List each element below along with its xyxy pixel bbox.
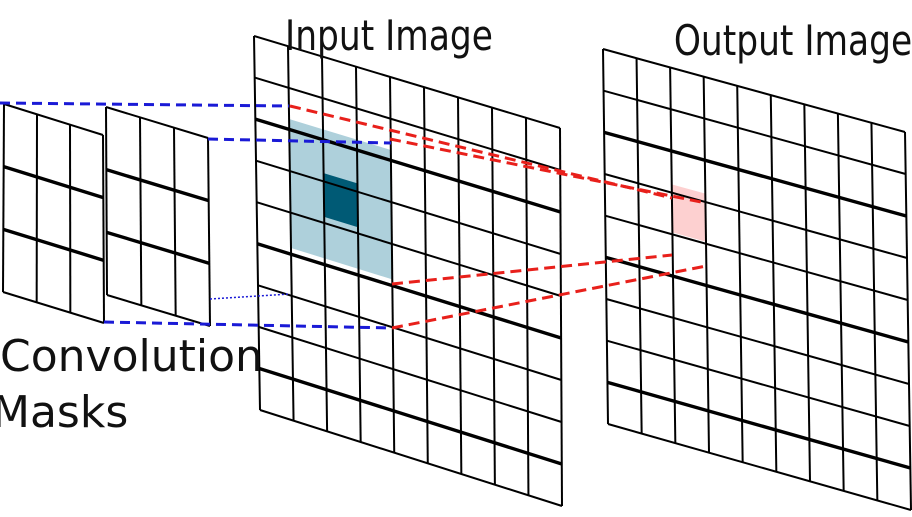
mask-label-line2: Masks xyxy=(0,387,128,438)
input-image-grid-row-line xyxy=(257,284,562,381)
center-cell-highlight xyxy=(323,173,358,228)
output-image-grid-col-line xyxy=(669,67,677,444)
convolution-mask-2 xyxy=(105,106,211,327)
input-image-grid-col-line xyxy=(491,107,496,485)
output-connector-3 xyxy=(391,253,673,286)
output-image-grid-row-line xyxy=(604,173,908,259)
input-image-grid-row-line xyxy=(258,325,562,423)
convolution-mask-2-col-line xyxy=(207,137,211,327)
label-layer: Input Image Output Image Convolution Mas… xyxy=(0,12,912,438)
input-image-grid-row-line xyxy=(256,201,562,297)
output-image-grid-row-line xyxy=(606,298,910,385)
output-image-grid-row-line xyxy=(607,423,912,511)
mask-connector-bottom xyxy=(103,320,392,330)
convolution-mask-1 xyxy=(2,103,105,324)
output-image-grid-col-line xyxy=(635,58,643,434)
mask-connector-top xyxy=(0,101,290,108)
input-image-grid-col-line xyxy=(457,97,463,475)
convolution-mask-2-col-line xyxy=(105,106,108,296)
output-image-grid-row-line xyxy=(605,255,909,344)
output-image-grid-col-line xyxy=(769,95,778,472)
input-image-grid-col-line xyxy=(525,117,530,496)
output-image-grid-row-line xyxy=(602,48,906,133)
convolution-mask-2-row-line xyxy=(105,168,210,203)
mask-connector-inner xyxy=(209,293,291,300)
output-image-grid-col-line xyxy=(904,131,912,511)
output-image-grid-row-line xyxy=(606,380,911,470)
convolution-mask-1-row-line xyxy=(3,165,104,200)
output-pixel-highlight xyxy=(671,184,707,242)
input-image-grid-row-line xyxy=(258,366,563,466)
output-image-grid-row-line xyxy=(606,339,910,427)
output-image-grid-col-line xyxy=(836,113,845,491)
output-image-grid-row-line xyxy=(603,130,907,218)
input-image-grid xyxy=(253,35,563,507)
input-image-grid-col-line xyxy=(559,127,563,507)
input-image-grid-row-line xyxy=(256,242,562,340)
input-image-grid-col-line xyxy=(253,35,261,411)
output-image-grid-col-line xyxy=(870,122,879,501)
convolution-mask-2-col-line xyxy=(173,127,177,316)
input-image-grid-col-line xyxy=(355,66,362,443)
highlight-layer xyxy=(289,119,707,280)
output-image-grid xyxy=(602,48,912,511)
convolution-mask-2-row-line xyxy=(106,230,210,265)
convolution-mask-1-row-line xyxy=(2,291,105,324)
output-connector-2 xyxy=(389,137,707,205)
convolution-mask-1-row-line xyxy=(3,103,104,136)
convolution-mask-1-row-line xyxy=(2,227,105,262)
convolution-mask-1-col-line xyxy=(2,103,5,293)
output-image-grid-col-line xyxy=(702,76,710,453)
connector-layer xyxy=(0,101,707,330)
output-image-grid-col-line xyxy=(736,85,744,463)
input-image-grid-row-line xyxy=(254,117,561,214)
input-image-title: Input Image xyxy=(285,12,493,61)
mask-label-line1: Convolution xyxy=(0,331,263,382)
output-image-grid-row-line xyxy=(603,89,906,175)
input-image-grid-col-line xyxy=(423,87,429,464)
mask-connector-upper-right xyxy=(207,137,392,145)
grid-layer xyxy=(2,35,912,511)
output-connector-4 xyxy=(391,264,707,330)
input-image-grid-row-line xyxy=(253,35,561,129)
convolution-mask-2-row-line xyxy=(105,106,209,139)
input-image-grid-row-line xyxy=(255,159,561,255)
output-image-grid-row-line xyxy=(604,214,908,301)
convolution-mask-2-row-line xyxy=(106,294,211,327)
output-image-grid-col-line xyxy=(803,104,811,482)
convolution-mask-2-col-line xyxy=(139,117,143,306)
convolution-mask-1-col-line xyxy=(102,134,105,324)
output-image-title: Output Image xyxy=(674,17,912,66)
input-image-grid-row-line xyxy=(259,409,563,507)
input-image-grid-row-line xyxy=(254,76,561,171)
input-image-grid-col-line xyxy=(287,46,295,421)
output-image-grid-col-line xyxy=(602,48,609,425)
input-image-grid-col-line xyxy=(321,56,329,432)
